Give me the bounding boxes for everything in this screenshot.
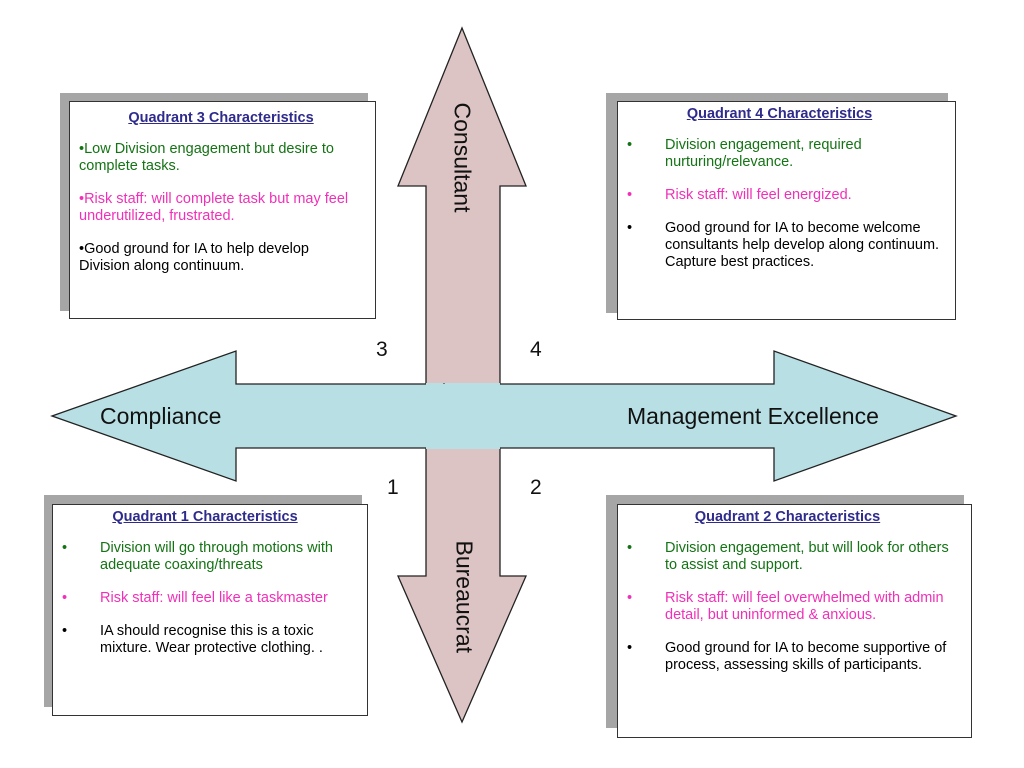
quadrant-4-engagement: •Division engagement, required nurturing… [627, 137, 862, 170]
quadrant-3-title: Quadrant 3 Characteristics [128, 110, 314, 126]
quadrant-2-title: Quadrant 2 Characteristics [694, 509, 881, 525]
quadrant-2-risk: •Risk staff: will feel overwhelmed with … [627, 590, 944, 623]
vertical-arrow [397, 26, 527, 724]
quadrant-number-1: 1 [387, 476, 399, 499]
quadrant-3-risk: •Risk staff: will complete task but may … [79, 191, 349, 224]
quadrant-3-ia-role: •Good ground for IA to help develop Divi… [79, 241, 309, 274]
quadrant-1-ia-role: •IA should recognise this is a toxic mix… [62, 623, 323, 656]
axis-label-consultant: Consultant [449, 102, 476, 213]
quadrant-3-engagement: •Low Division engagement but desire to c… [79, 141, 334, 174]
quadrant-1-engagement: •Division will go through motions with a… [62, 540, 333, 573]
quadrant-4-title: Quadrant 4 Characteristics [686, 106, 873, 122]
quadrant-2-box: Quadrant 2 Characteristics •Division eng… [617, 504, 972, 738]
arrow-overlap-patch [426, 383, 500, 449]
quadrant-1-box: Quadrant 1 Characteristics •Division wil… [52, 504, 368, 716]
quadrant-4-ia-role: •Good ground for IA to become welcome co… [627, 220, 940, 270]
quadrant-number-2: 2 [530, 476, 542, 499]
quadrant-4-box: Quadrant 4 Characteristics •Division eng… [617, 101, 956, 320]
quadrant-number-4: 4 [530, 338, 542, 361]
axis-label-compliance: Compliance [100, 403, 222, 429]
quadrant-1-title: Quadrant 1 Characteristics [112, 509, 298, 525]
quadrant-1-risk: •Risk staff: will feel like a taskmaster [62, 590, 328, 606]
quadrant-3-box: Quadrant 3 Characteristics •Low Division… [69, 101, 376, 319]
axis-label-management-excellence: Management Excellence [627, 403, 879, 429]
horizontal-arrow [50, 350, 958, 482]
quadrant-number-3: 3 [376, 338, 388, 361]
quadrant-2-ia-role: •Good ground for IA to become supportive… [627, 640, 947, 673]
quadrant-4-risk: •Risk staff: will feel energized. [627, 187, 852, 203]
quadrant-2-engagement: •Division engagement, but will look for … [627, 540, 949, 573]
axis-label-bureaucrat: Bureaucrat [451, 540, 478, 654]
